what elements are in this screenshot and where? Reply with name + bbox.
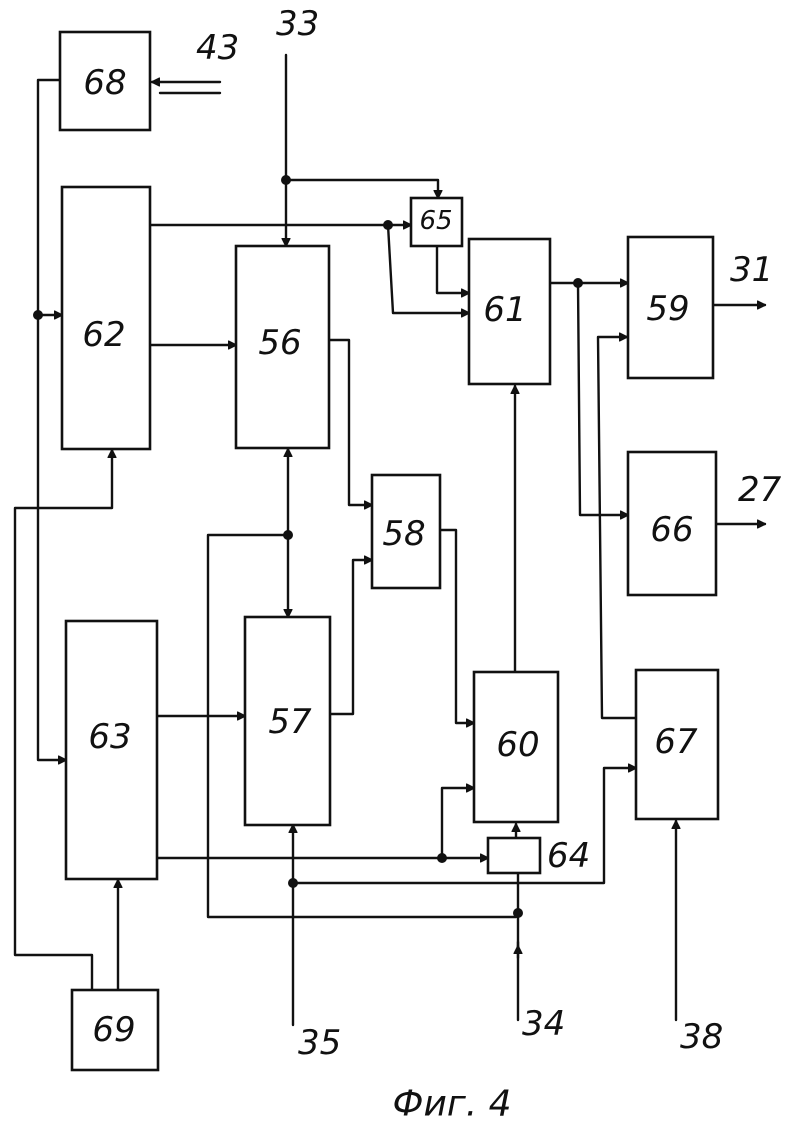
- block-57: 57: [245, 617, 330, 825]
- block-63: 63: [66, 621, 157, 879]
- junction-dot: [437, 853, 447, 863]
- junction-dot: [283, 530, 293, 540]
- block-58: 58: [372, 475, 440, 588]
- block-62: 62: [62, 187, 150, 449]
- block-63-label: 63: [88, 717, 131, 757]
- block-69: 69: [72, 990, 158, 1070]
- block-64-label: 64: [547, 836, 590, 876]
- block-67: 67: [636, 670, 718, 819]
- port-label-38: 38: [680, 1017, 723, 1057]
- block-60-label: 60: [496, 725, 539, 765]
- block-61-label: 61: [483, 290, 526, 330]
- block-66-label: 66: [650, 510, 693, 550]
- junction-dot: [33, 310, 43, 320]
- block-61: 61: [469, 239, 550, 384]
- junction-dot: [281, 175, 291, 185]
- port-label-34: 34: [522, 1004, 565, 1044]
- block-66: 66: [628, 452, 716, 595]
- port-label-33: 33: [276, 4, 319, 44]
- block-60: 60: [474, 672, 558, 822]
- block-69-label: 69: [92, 1010, 135, 1050]
- block-59: 59: [628, 237, 713, 378]
- block-56-label: 56: [258, 323, 301, 363]
- block-68: 68: [60, 32, 150, 130]
- block-68-label: 68: [83, 63, 126, 103]
- figure-caption: Фиг. 4: [392, 1084, 511, 1125]
- junction-dot: [513, 908, 523, 918]
- block-57-label: 57: [268, 702, 312, 742]
- port-label-43: 43: [196, 28, 239, 68]
- block-58-label: 58: [382, 514, 425, 554]
- port-label-31: 31: [730, 250, 773, 290]
- junction-dot: [288, 878, 298, 888]
- port-label-27: 27: [738, 470, 782, 510]
- block-67-label: 67: [654, 722, 698, 762]
- block-56: 56: [236, 246, 329, 448]
- block-62-label: 62: [82, 315, 125, 355]
- block-65: 65: [411, 198, 462, 246]
- junction-dot: [383, 220, 393, 230]
- block-64: 64: [488, 836, 590, 876]
- block-59-label: 59: [646, 289, 689, 329]
- junction-dot: [573, 278, 583, 288]
- port-label-35: 35: [298, 1023, 341, 1063]
- block-65-label: 65: [419, 206, 452, 236]
